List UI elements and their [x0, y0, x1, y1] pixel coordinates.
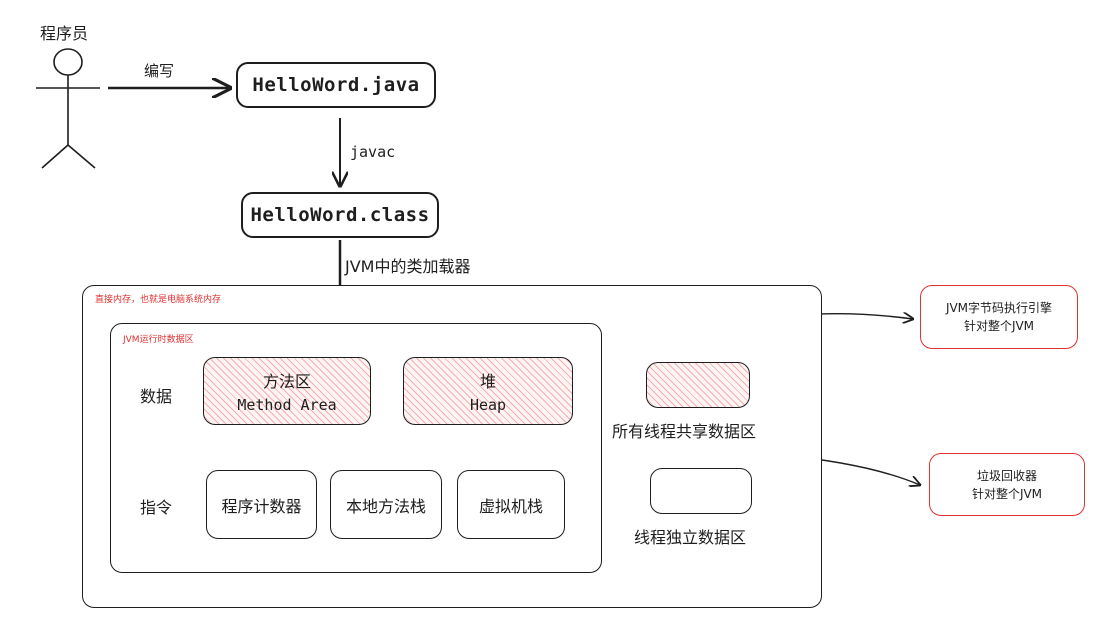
- class-file-label: HelloWord.class: [250, 204, 430, 226]
- garbage-collector-title: 垃圾回收器: [976, 468, 1037, 483]
- edge-label-write: 编写: [144, 62, 175, 80]
- instruction-row-label: 指令: [140, 498, 173, 517]
- method-area-box: 方法区 Method Area: [203, 357, 371, 425]
- legend-shared-label: 所有线程共享数据区: [612, 422, 757, 441]
- edge-label-javac: javac: [350, 143, 396, 161]
- method-area-en: Method Area: [237, 396, 337, 414]
- direct-memory-label: 直接内存，也就是电脑系统内存: [95, 295, 222, 305]
- execution-engine-title: JVM字节码执行引擎: [945, 301, 1053, 315]
- legend-private-label: 线程独立数据区: [634, 528, 747, 547]
- heap-zh: 堆: [479, 372, 496, 391]
- execution-engine-scope: 针对整个JVM: [963, 319, 1035, 333]
- vm-stack-label: 虚拟机栈: [478, 496, 543, 516]
- programmer-figure: [36, 48, 100, 169]
- execution-engine-note: JVM字节码执行引擎 针对整个JVM: [920, 285, 1078, 349]
- garbage-collector-note: 垃圾回收器 针对整个JVM: [929, 453, 1085, 516]
- java-file-label: HelloWord.java: [252, 74, 420, 96]
- method-area-zh: 方法区: [262, 372, 311, 391]
- heap-box: 堆 Heap: [403, 357, 573, 425]
- vm-stack-box: 虚拟机栈: [457, 470, 565, 539]
- java-file-box: HelloWord.java: [236, 62, 436, 108]
- pc-counter-label: 程序计数器: [221, 496, 302, 516]
- edge-label-loader: JVM中的类加载器: [345, 257, 471, 276]
- heap-en: Heap: [469, 396, 507, 414]
- native-stack-box: 本地方法栈: [330, 470, 442, 539]
- legend-shared-swatch: [646, 362, 750, 408]
- runtime-data-area-label: JVM运行时数据区: [123, 335, 194, 345]
- programmer-label: 程序员: [40, 24, 89, 43]
- legend-private-swatch: [650, 468, 752, 514]
- native-stack-label: 本地方法栈: [345, 496, 426, 516]
- data-row-label: 数据: [140, 387, 173, 406]
- pc-counter-box: 程序计数器: [206, 470, 317, 539]
- class-file-box: HelloWord.class: [241, 192, 439, 238]
- garbage-collector-scope: 针对整个JVM: [971, 486, 1043, 501]
